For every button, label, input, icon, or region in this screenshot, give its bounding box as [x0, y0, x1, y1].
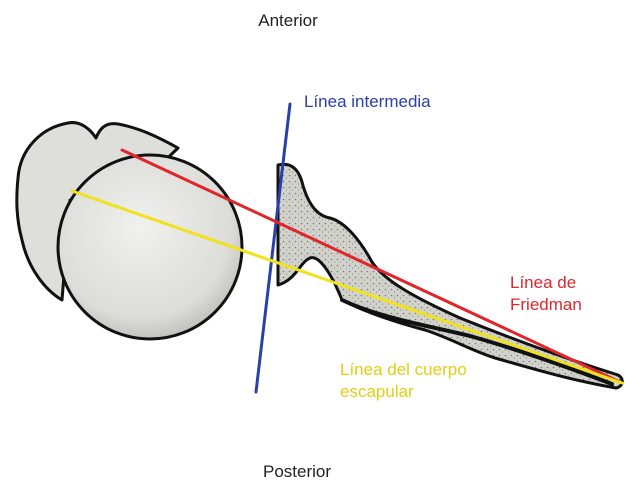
- posterior-label: Posterior: [263, 462, 331, 481]
- friedman-line-label-1: Línea de: [510, 273, 576, 292]
- scapular-body-line-label-2: escapular: [340, 382, 414, 401]
- intermediate-line-label: Línea intermedia: [304, 92, 431, 111]
- scapular-body-line-label: Línea del cuerpo escapular: [340, 360, 471, 401]
- anterior-label: Anterior: [258, 11, 318, 30]
- scapular-body-line-label-1: Línea del cuerpo: [340, 360, 467, 379]
- humeral-head: [58, 155, 242, 339]
- friedman-line-label: Línea de Friedman: [510, 273, 582, 314]
- friedman-line-label-2: Friedman: [510, 295, 582, 314]
